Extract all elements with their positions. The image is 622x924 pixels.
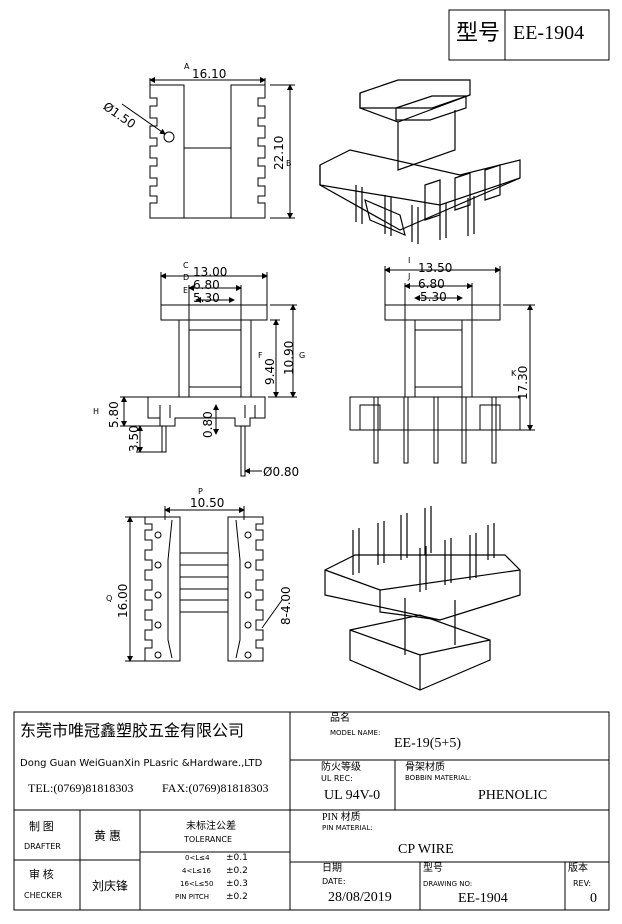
dim-marker-k: K [511,369,517,378]
pin-label-en: PIN MATERIAL: [322,824,373,832]
dim-marker-j: J [408,272,411,281]
model-label-cn: 品名 [330,713,350,724]
dim-bot-width: 10.50 [190,496,225,510]
tolerance-value-2: ±0.2 [226,866,248,876]
dim-marker-c: C [183,261,189,270]
ul-label-cn: 防火等级 [321,762,361,773]
dim-top-width: 16.10 [192,67,227,81]
date-label-en: DATE: [322,877,346,886]
top-view [121,77,295,219]
bottom-view [125,506,283,662]
dim-side-w3: 5.30 [420,290,447,304]
dim-front-h5: 0.80 [201,411,215,438]
isometric-view-top [319,79,521,244]
drawing-label-cn: 型号 [423,863,443,874]
dim-marker-i: I [408,256,411,265]
dim-marker-h: H [93,407,100,416]
dim-marker-d: D [183,273,190,282]
dim-marker-f: F [258,351,263,360]
dim-front-w3: 5.30 [193,291,220,305]
company-tel: TEL:(0769)81818303 [28,781,134,795]
type-value: EE-1904 [513,22,585,44]
tolerance-label-cn: 未标注公差 [186,821,236,832]
dim-front-h4: 3.50 [127,425,141,452]
dim-pin-dia: Ø0.80 [263,465,300,479]
date-label-cn: 日期 [322,863,342,874]
dim-marker-a: A [184,62,190,71]
drafter-name: 黄 惠 [94,829,122,843]
tolerance-value-3: ±0.3 [226,879,248,889]
bobbin-label-en: BOBBIN MATERIAL: [405,774,472,782]
dim-marker-e: E [183,286,189,295]
date-value: 28/08/2019 [328,890,392,905]
company-name-cn: 东莞市唯冠鑫塑胶五金有限公司 [20,723,245,740]
drafter-label-cn: 制 图 [29,821,54,833]
ul-label-en: UL REC: [321,774,353,783]
rev-label-en: REV: [573,879,592,888]
company-fax: FAX:(0769)81818303 [162,781,269,795]
model-label-en: MODEL NAME: [330,729,381,737]
drawing-label-en: DRAWING NO: [423,880,473,888]
ul-value: UL 94V-0 [324,788,381,803]
tolerance-range-4: PIN PITCH [175,893,210,901]
dim-front-h1: 9.40 [263,358,277,385]
pin-label-cn: PIN 材质 [322,812,361,823]
checker-label-cn: 审 核 [29,869,54,881]
tolerance-range-2: 4<L≤16 [182,867,211,875]
drawing-value: EE-1904 [458,891,508,906]
tolerance-value-1: ±0.1 [226,853,248,863]
tolerance-value-4: ±0.2 [226,892,248,902]
side-pins [373,396,497,464]
bottom-pin-holes [154,531,252,659]
dim-front-w1: 13.00 [193,265,228,279]
dim-front-w2: 6.80 [193,278,220,292]
dim-front-h2: 10.90 [282,340,296,375]
dim-top-height: 22.10 [272,135,286,170]
checker-name: 刘庆锋 [92,879,129,893]
dim-bot-height: 16.00 [116,583,130,618]
rev-label-cn: 版本 [568,863,588,874]
type-header-box [448,9,610,61]
pin-value: CP WIRE [398,842,454,857]
side-view [349,266,535,464]
bobbin-label-cn: 骨架材质 [405,762,445,773]
model-value: EE-19(5+5) [394,736,461,751]
drafter-label-en: DRAFTER [24,842,61,851]
company-name-en: Dong Guan WeiGuanXin PLasric &Hardware.,… [20,758,263,769]
dim-bot-pitch: 8-4.00 [279,586,293,625]
rev-value: 0 [590,891,597,906]
dim-marker-b: B [286,159,292,168]
title-block-frame [13,711,610,911]
dim-marker-p: P [198,487,203,496]
tolerance-range-3: 16<L≤50 [180,880,214,888]
isometric-view-bottom [324,506,521,691]
dim-marker-g: G [299,351,306,360]
dim-side-w1: 13.50 [418,261,453,275]
dim-marker-q: Q [106,594,113,603]
dim-front-h3: 5.80 [107,401,121,428]
dim-side-w2: 6.80 [418,277,445,291]
front-view [120,272,297,477]
checker-label-en: CHECKER [24,891,63,900]
tolerance-label-en: TOLERANCE [184,835,233,844]
bobbin-value: PHENOLIC [478,788,548,803]
dim-side-h1: 17.30 [516,365,530,400]
iso-pins [352,506,495,592]
tolerance-range-1: 0<L≤4 [185,854,210,862]
type-label: 型号 [456,20,501,45]
